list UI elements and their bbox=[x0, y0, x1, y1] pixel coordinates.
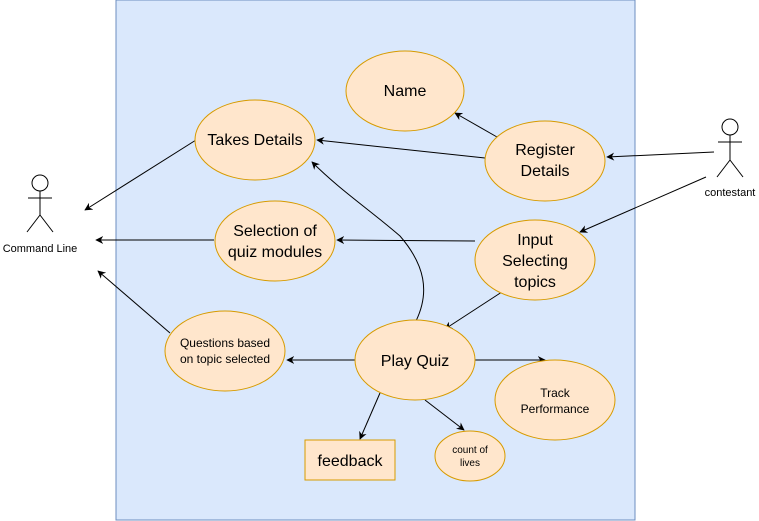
edge-contestant-to-input bbox=[579, 176, 707, 233]
actor-command-line bbox=[26, 174, 54, 233]
use-case-selection-line1: Selection of bbox=[233, 223, 317, 240]
use-case-register-details: Register Details bbox=[484, 120, 606, 202]
use-case-input-line3: topics bbox=[514, 274, 556, 291]
actor-contestant bbox=[716, 118, 744, 178]
edge-register-to-name bbox=[454, 112, 498, 138]
use-case-lives-line2: lives bbox=[460, 458, 480, 469]
edge-input-to-selection bbox=[336, 236, 476, 245]
use-case-questions-line2: on topic selected bbox=[180, 352, 270, 366]
use-case-register-details-line2: Details bbox=[521, 163, 570, 180]
edge-play-quiz-to-feedback bbox=[359, 392, 381, 440]
use-case-questions-based-on-topic: Questions based on topic selected bbox=[164, 310, 286, 392]
actor-contestant-label: contestant bbox=[705, 187, 756, 199]
actor-head bbox=[31, 174, 49, 192]
use-case-play-quiz-label: Play Quiz bbox=[381, 353, 449, 370]
use-case-track-performance: Track Performance bbox=[494, 359, 616, 441]
use-case-input-line2: Selecting bbox=[502, 253, 568, 270]
use-case-input-line1: Input bbox=[517, 232, 553, 249]
use-case-play-quiz: Play Quiz bbox=[354, 319, 476, 401]
use-case-feedback: feedback bbox=[304, 439, 396, 481]
use-case-selection-of-quiz-modules: Selection of quiz modules bbox=[214, 200, 336, 282]
use-case-track-line1: Track bbox=[540, 386, 571, 400]
edge-play-quiz-to-takes-details bbox=[311, 161, 425, 322]
use-case-track-line2: Performance bbox=[521, 402, 590, 416]
use-case-selection-line2: quiz modules bbox=[228, 244, 322, 261]
use-case-register-details-line1: Register bbox=[515, 142, 575, 159]
use-case-count-of-lives: count of lives bbox=[434, 430, 506, 482]
use-case-lives-line1: count of bbox=[452, 445, 488, 456]
actor-command-line-label: Command Line bbox=[3, 243, 78, 255]
use-case-takes-details: Takes Details bbox=[194, 99, 316, 181]
edge-input-to-play-quiz bbox=[444, 287, 509, 330]
edge-questions-to-command-line bbox=[97, 270, 171, 334]
use-case-feedback-label: feedback bbox=[318, 453, 384, 470]
actor-head bbox=[721, 118, 739, 136]
edge-takes-details-to-command-line bbox=[84, 139, 197, 211]
use-case-name: Name bbox=[345, 50, 465, 132]
edge-register-to-takes-details bbox=[316, 136, 486, 159]
use-case-input-selecting-topics: Input Selecting topics bbox=[474, 219, 596, 301]
use-case-name-label: Name bbox=[384, 83, 427, 100]
connectors bbox=[84, 112, 715, 440]
use-case-takes-details-label: Takes Details bbox=[207, 132, 302, 149]
edge-contestant-to-register bbox=[606, 151, 715, 161]
edge-play-quiz-to-lives bbox=[424, 399, 465, 431]
use-case-questions-line1: Questions based bbox=[180, 336, 270, 350]
